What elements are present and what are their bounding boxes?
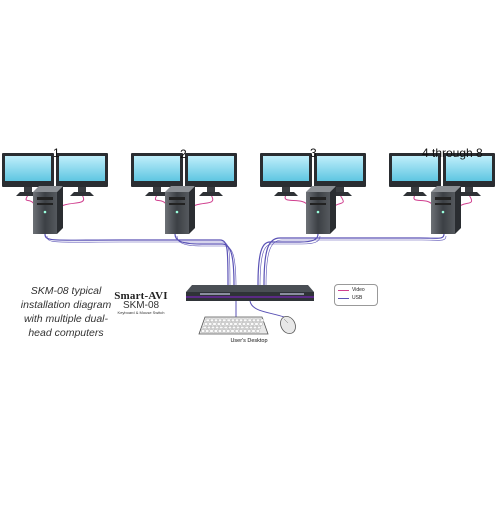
caption-line: installation diagram: [20, 299, 112, 311]
cables: [25, 194, 473, 318]
station-label-3: 3: [310, 146, 317, 160]
usb-cable: [259, 235, 321, 288]
diagram-caption: SKM-08 typical installation diagram with…: [6, 284, 126, 340]
product-model: SKM-08: [122, 300, 160, 311]
monitor-screen: [134, 156, 180, 181]
usb-swatch: [338, 298, 349, 299]
usb-cable: [257, 233, 319, 286]
usb-cable: [46, 235, 231, 288]
kvm-switch: [186, 285, 314, 301]
monitor-screen: [188, 156, 234, 181]
monitor-screen: [5, 156, 51, 181]
station-3: [260, 153, 366, 234]
monitor-screen: [446, 156, 492, 181]
monitor-screen: [392, 156, 438, 181]
product-description: Keyboard & Mouse Switch: [117, 310, 165, 315]
legend-item-video: Video: [338, 287, 376, 294]
monitor-screen: [317, 156, 363, 181]
monitor-left: [389, 153, 441, 196]
station-4: [389, 153, 495, 234]
usb-cable: [176, 235, 237, 288]
station-1: [2, 153, 108, 234]
station-label-4-through-8: 4 through 8: [422, 146, 483, 160]
station-label-1: 1: [53, 146, 60, 160]
legend-label: USB: [352, 295, 363, 301]
usb-cable: [265, 235, 447, 288]
computer-tower: [33, 186, 63, 234]
monitor-right: [314, 153, 366, 196]
users-desktop-label: User's Desktop: [230, 338, 268, 344]
monitor-right: [185, 153, 237, 196]
caption-line: with multiple dual-: [23, 313, 109, 325]
cable-legend: Video USB: [334, 284, 378, 306]
station-2: [131, 153, 237, 234]
video-cable: [413, 194, 434, 207]
mouse: [280, 316, 296, 334]
legend-label: Video: [352, 287, 365, 293]
keyboard: [198, 316, 269, 335]
brand-logo: Smart-AVI SKM-08 Keyboard & Mouse Switch: [107, 290, 175, 315]
keyboard-keys: [201, 318, 264, 333]
monitor-screen: [263, 156, 309, 181]
monitor-right: [443, 153, 495, 196]
monitor-right: [56, 153, 108, 196]
computer-tower: [431, 186, 461, 234]
brand-name: Smart-AVI: [114, 290, 168, 302]
usb-cable: [174, 233, 235, 286]
computer-tower: [306, 186, 336, 234]
usb-cable: [44, 233, 229, 286]
caption-line: SKM-08 typical: [30, 285, 102, 297]
stations: [2, 153, 495, 234]
legend-item-usb: USB: [338, 295, 376, 302]
video-cable: [284, 194, 309, 207]
monitor-left: [131, 153, 183, 196]
station-label-2: 2: [180, 147, 187, 161]
video-swatch: [338, 290, 349, 291]
computer-tower: [165, 186, 195, 234]
monitor-screen: [59, 156, 105, 181]
mouse-cable: [249, 300, 285, 318]
caption-line: head computers: [28, 327, 104, 339]
usb-cable: [263, 233, 445, 286]
monitor-left: [260, 153, 312, 196]
